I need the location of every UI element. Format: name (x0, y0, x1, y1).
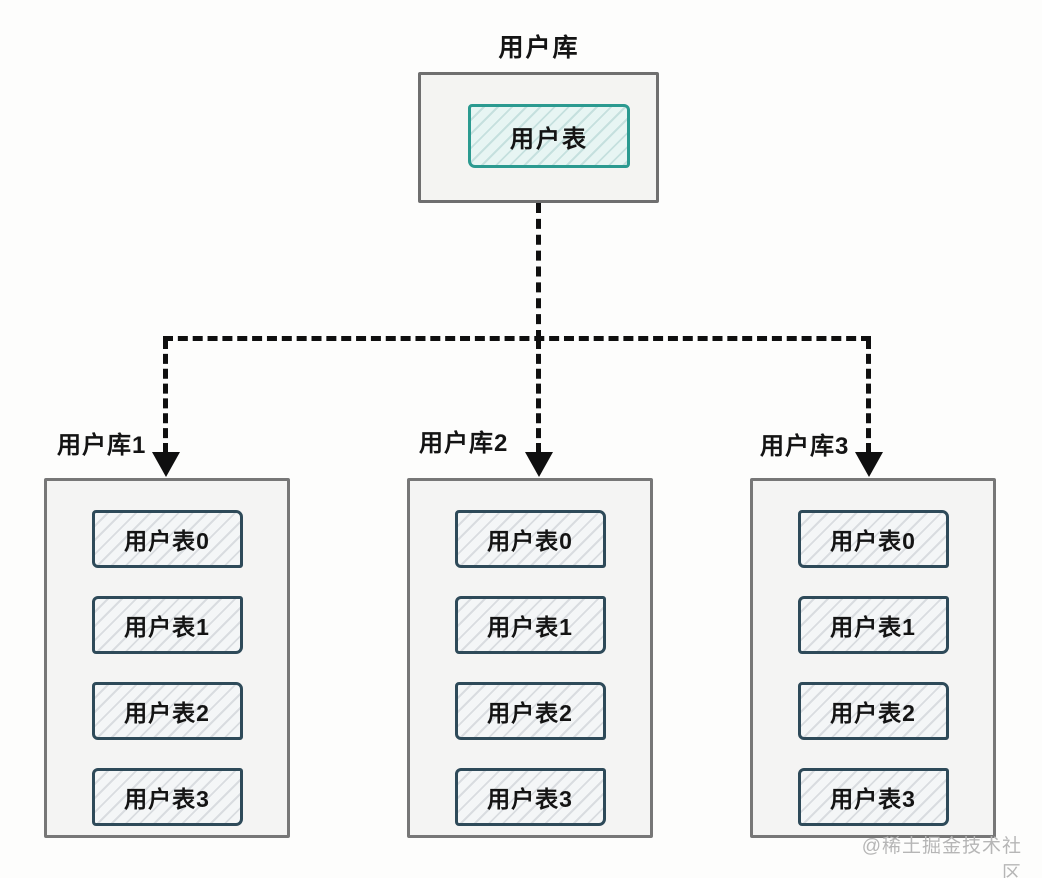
shard3-table2-box: 用户表2 (797, 682, 949, 740)
shard2-db-label: 用户库2 (419, 430, 509, 457)
shard3-table1-box: 用户表1 (797, 596, 949, 654)
shard1-db-box: 用户表0 用户表1 用户表2 用户表3 (44, 478, 290, 838)
root-db-box: 用户表 (418, 72, 659, 203)
root-db-label: 用户库 (498, 34, 580, 62)
shard2-table0-box: 用户表0 (454, 510, 606, 568)
shard1-db-label: 用户库1 (57, 432, 147, 459)
shard3-db-label: 用户库3 (760, 433, 850, 460)
shard3-table0-box: 用户表0 (797, 510, 949, 568)
arrowhead-shard3-icon (855, 452, 883, 477)
arrowhead-shard1-icon (152, 452, 180, 477)
connector-shard1-vertical-line (163, 339, 168, 453)
watermark-text: @稀土掘金技术社区 (861, 836, 1022, 878)
connector-horizontal-trunk-line (163, 336, 871, 341)
shard2-table3-box: 用户表3 (454, 768, 606, 826)
connector-shard2-vertical-line (536, 339, 541, 453)
arrowhead-shard2-icon (525, 452, 553, 477)
root-user-table-box: 用户表 (468, 104, 630, 168)
shard2-table2-box: 用户表2 (454, 682, 606, 740)
shard1-table1-box: 用户表1 (91, 596, 243, 654)
shard2-table1-box: 用户表1 (454, 596, 606, 654)
shard1-table2-box: 用户表2 (91, 682, 243, 740)
shard1-table3-box: 用户表3 (91, 768, 243, 826)
connector-root-vertical-line (536, 203, 541, 340)
shard1-table0-box: 用户表0 (91, 510, 243, 568)
shard3-table3-box: 用户表3 (797, 768, 949, 826)
shard3-db-box: 用户表0 用户表1 用户表2 用户表3 (750, 478, 996, 838)
connector-shard3-vertical-line (866, 339, 871, 453)
shard2-db-box: 用户表0 用户表1 用户表2 用户表3 (407, 478, 653, 838)
